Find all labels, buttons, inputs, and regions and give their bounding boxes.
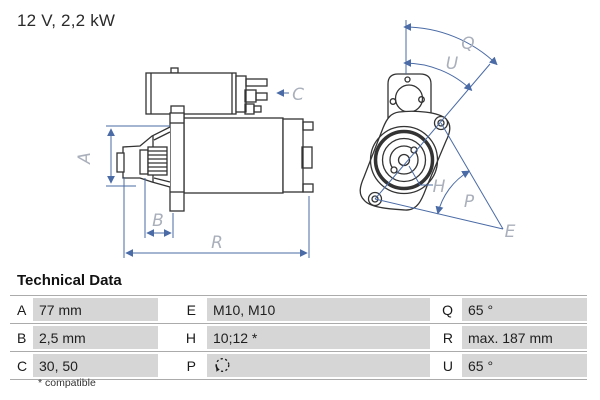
dim-label-a: A [75, 152, 95, 165]
compatibility-footnote: * compatible [38, 377, 96, 389]
solenoid-end-cap [235, 75, 247, 113]
param-value-e: M10, M10 [207, 298, 430, 321]
end-cap-tab-top [302, 121, 314, 131]
table-row-2: B 2,5 mm H 10;12 * R max. 187 mm [10, 326, 587, 349]
param-value-b: 2,5 mm [33, 326, 158, 349]
solenoid-terminal-stud [255, 92, 268, 101]
dim-label-c: C [292, 85, 304, 105]
param-key-a: A [10, 298, 33, 321]
dim-label-q: Q [461, 34, 474, 54]
table-divider [10, 323, 587, 324]
shaft-collar [139, 149, 149, 175]
solenoid-top-stud [170, 67, 179, 74]
solenoid-face-hole-right [418, 96, 425, 103]
table-border-top [10, 295, 587, 296]
param-value-u: 65 ° [462, 354, 587, 377]
ref-line-e1 [440, 122, 504, 230]
param-key-e: E [158, 298, 207, 321]
side-view-outline [116, 67, 314, 212]
solenoid-terminal-stud-2 [253, 105, 262, 113]
technical-data-table: A 77 mm E M10, M10 Q 65 ° B 2,5 mm H 10;… [10, 295, 587, 380]
pinion-gear [147, 146, 168, 176]
bearing-rings [369, 125, 439, 195]
front-view-outline [359, 73, 451, 211]
angle-arc-p [435, 170, 471, 215]
param-key-r: R [430, 326, 462, 349]
side-view-labels: A B R C [75, 85, 304, 253]
table-row-3: C 30, 50 P U 65 ° [10, 354, 587, 377]
end-cap-tab-bottom [302, 183, 314, 193]
end-cap-boss [301, 146, 313, 169]
angle-arc-q [403, 22, 498, 66]
param-value-r: max. 187 mm [462, 326, 587, 349]
param-key-h: H [158, 326, 207, 349]
shaft-nose [116, 152, 125, 173]
param-key-q: Q [430, 298, 462, 321]
solenoid-body [145, 72, 237, 115]
leader-line-h [408, 165, 433, 186]
technical-data-heading: Technical Data [17, 272, 122, 289]
shaft-key-notch [390, 166, 398, 174]
angle-arc-u [403, 58, 473, 91]
param-key-b: B [10, 326, 33, 349]
rotation-ccw-icon [215, 358, 230, 372]
param-key-p: P [158, 354, 207, 377]
front-view-dimensions [374, 20, 504, 230]
dim-label-h: H [433, 177, 446, 197]
table-divider [10, 351, 587, 352]
motor-end-cap [282, 118, 304, 193]
dim-label-p: P [464, 192, 475, 212]
param-value-h: 10;12 * [207, 326, 430, 349]
side-view-dimensions [106, 89, 310, 258]
dim-label-e: E [505, 222, 516, 242]
param-key-c: C [10, 354, 33, 377]
table-border-bottom [10, 379, 587, 380]
solenoid-terminal-tab [245, 78, 268, 87]
starter-motor-technical-drawing: A B R C [75, 20, 516, 258]
dim-label-u: U [446, 54, 459, 74]
ref-line-e2 [374, 198, 504, 230]
param-value-a: 77 mm [33, 298, 158, 321]
table-row-1: A 77 mm E M10, M10 Q 65 ° [10, 298, 587, 321]
motor-body [183, 117, 284, 194]
dim-label-b: B [152, 211, 164, 231]
solenoid-face-hole-left [389, 98, 397, 105]
param-value-p [207, 354, 430, 377]
flange-plate [169, 112, 185, 212]
front-view-labels: Q U H P E [433, 34, 516, 242]
product-rating-title: 12 V, 2,2 kW [17, 11, 116, 30]
param-value-c: 30, 50 [33, 354, 158, 377]
dim-label-r: R [211, 233, 223, 253]
param-value-q: 65 ° [462, 298, 587, 321]
param-key-u: U [430, 354, 462, 377]
